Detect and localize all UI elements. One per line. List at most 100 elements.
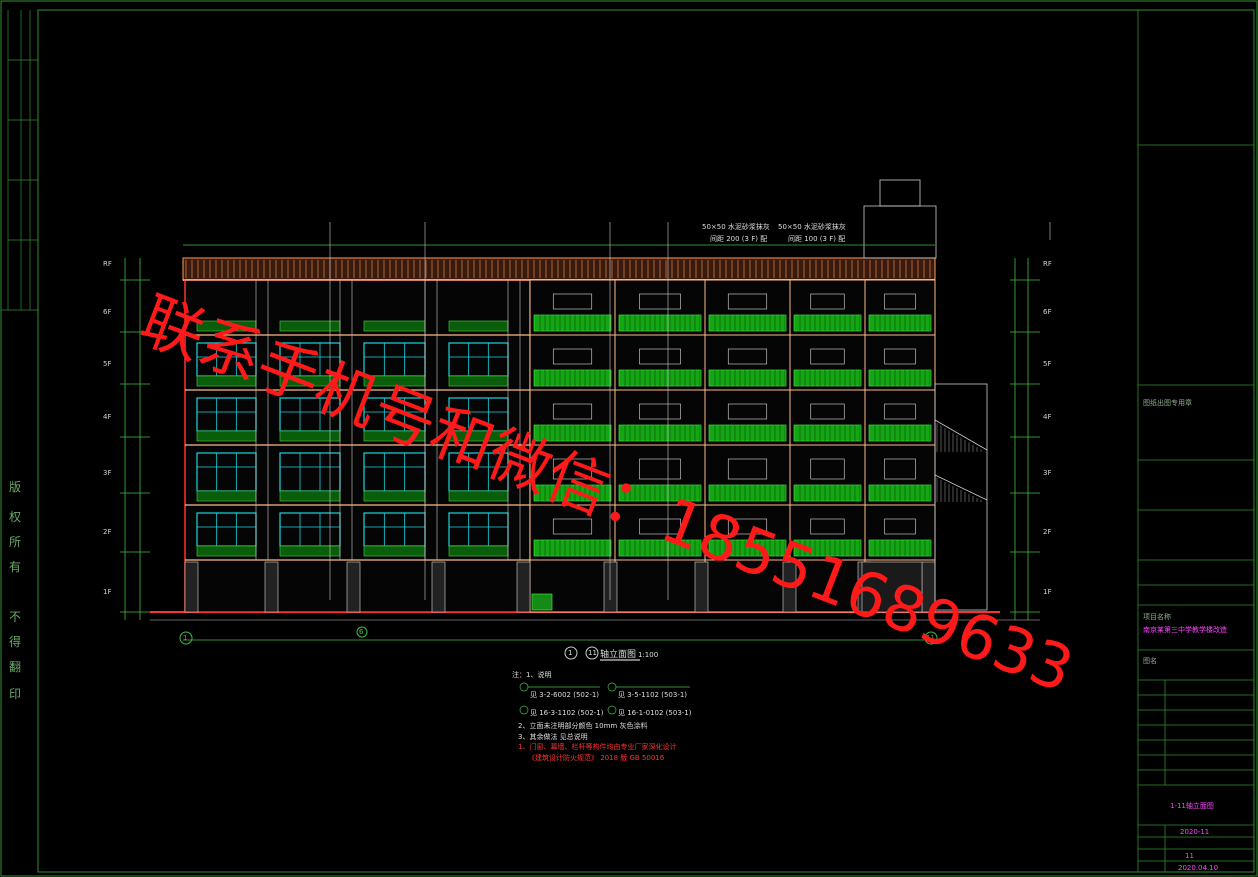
balcony-rail	[279, 430, 341, 442]
balcony-rail	[279, 320, 341, 332]
window	[884, 458, 916, 480]
window	[810, 348, 845, 365]
balcony-rail	[448, 375, 509, 387]
balcony-rail	[533, 424, 612, 442]
title-block-sheet: 11	[1185, 852, 1194, 860]
axis-bubble-11	[924, 631, 938, 645]
window	[552, 518, 593, 535]
balcony-rail	[708, 484, 787, 502]
drawing-scale: 1:100	[638, 651, 659, 659]
pier	[921, 561, 936, 613]
floor-label-right-6f: 6F	[1043, 308, 1052, 316]
left-binding-strip	[1, 10, 38, 311]
balcony-rail	[363, 320, 426, 332]
axis-bubble-1	[179, 631, 193, 645]
window	[552, 458, 593, 480]
pier	[184, 561, 199, 613]
window	[727, 403, 768, 420]
balcony-rail	[708, 424, 787, 442]
floor-label-right-rf: RF	[1043, 260, 1052, 268]
floor-label-right-1f: 1F	[1043, 588, 1052, 596]
balcony-rail	[533, 484, 612, 502]
title-block-project-label: 项目名称	[1143, 613, 1171, 621]
side-char-1: 版	[9, 480, 22, 494]
notes-red-1: 1、门窗、幕墙、栏杆等构件均由专业厂家深化设计	[518, 743, 677, 751]
balcony-rail	[448, 545, 509, 557]
title-block-stamp-label: 图纸出图专用章	[1143, 399, 1192, 407]
title-block-drawing-label: 图名	[1143, 657, 1157, 665]
title-block-date: 2020-11	[1180, 828, 1210, 836]
dimension-lines	[124, 244, 1029, 641]
floor-label-left-2f: 2F	[103, 528, 112, 536]
notes-line-6: 3、其余做法 见总说明	[518, 733, 588, 741]
balcony-rail	[533, 369, 612, 387]
window	[727, 518, 768, 535]
notes-line-4: 见 16-1-0102 (503-1)	[618, 709, 692, 717]
floor-label-left-rf: RF	[103, 260, 112, 268]
building-elevation	[150, 179, 1040, 621]
notes-line-1: 见 3-2-6002 (502-1)	[530, 691, 600, 699]
window	[639, 348, 681, 365]
balcony-rail	[708, 539, 787, 557]
balcony-rail	[363, 430, 426, 442]
window	[884, 348, 916, 365]
balcony-rail	[196, 320, 257, 332]
roof-note-right: 50×50 水泥砂浆抹灰	[778, 223, 846, 231]
window	[639, 293, 681, 310]
side-char-8: 印	[9, 687, 22, 701]
axis-bubble-6	[356, 626, 368, 638]
side-char-5: 不	[9, 610, 22, 624]
title-block-issue-date: 2020.04.10	[1178, 864, 1219, 872]
window	[639, 403, 681, 420]
window	[810, 293, 845, 310]
drawing-title: 轴立面图	[600, 650, 637, 660]
balcony-rail	[279, 545, 341, 557]
floor-label-right-5f: 5F	[1043, 360, 1052, 368]
pier	[782, 561, 797, 613]
window	[727, 348, 768, 365]
notes-line-2: 见 3-5-1102 (503-1)	[618, 691, 688, 699]
window	[810, 458, 845, 480]
window	[552, 293, 593, 310]
note-markers	[519, 682, 690, 715]
side-char-4: 有	[9, 560, 22, 574]
roof-sub-right: 间距 100 (3 F) 配	[788, 235, 846, 243]
window	[810, 518, 845, 535]
balcony-rail	[363, 545, 426, 557]
balcony-rail	[196, 375, 257, 387]
pier	[431, 561, 446, 613]
axis-label-6: 6	[359, 628, 364, 636]
title-axis-start: 1	[568, 649, 573, 657]
pier	[516, 561, 531, 613]
title-block-project-name: 南京某第三中学教学楼改造	[1143, 626, 1227, 634]
pier	[694, 561, 709, 613]
window	[884, 293, 916, 310]
window	[884, 518, 916, 535]
balcony-rail	[793, 424, 862, 442]
drawing-border	[37, 9, 1255, 873]
balcony-rail	[533, 539, 612, 557]
floor-label-right-2f: 2F	[1043, 528, 1052, 536]
floor-label-left-4f: 4F	[103, 413, 112, 421]
floor-label-right-3f: 3F	[1043, 469, 1052, 477]
balcony-rail	[708, 314, 787, 332]
balcony-rail	[793, 369, 862, 387]
window	[810, 403, 845, 420]
side-char-2: 权	[9, 510, 22, 524]
floor-label-left-5f: 5F	[103, 360, 112, 368]
floor-label-left-3f: 3F	[103, 469, 112, 477]
balcony-rail	[363, 490, 426, 502]
window	[727, 458, 768, 480]
side-char-3: 所	[9, 535, 22, 549]
notes-heading: 注：1、说明	[512, 671, 552, 679]
title-axis-bubbles	[564, 646, 640, 661]
window	[552, 403, 593, 420]
floor-label-left-1f: 1F	[103, 588, 112, 596]
side-char-6: 得	[9, 635, 22, 649]
title-axis-end: 11	[588, 649, 597, 657]
balcony-rail	[448, 490, 509, 502]
pier	[264, 561, 279, 613]
balcony-rail	[363, 375, 426, 387]
window	[727, 293, 768, 310]
